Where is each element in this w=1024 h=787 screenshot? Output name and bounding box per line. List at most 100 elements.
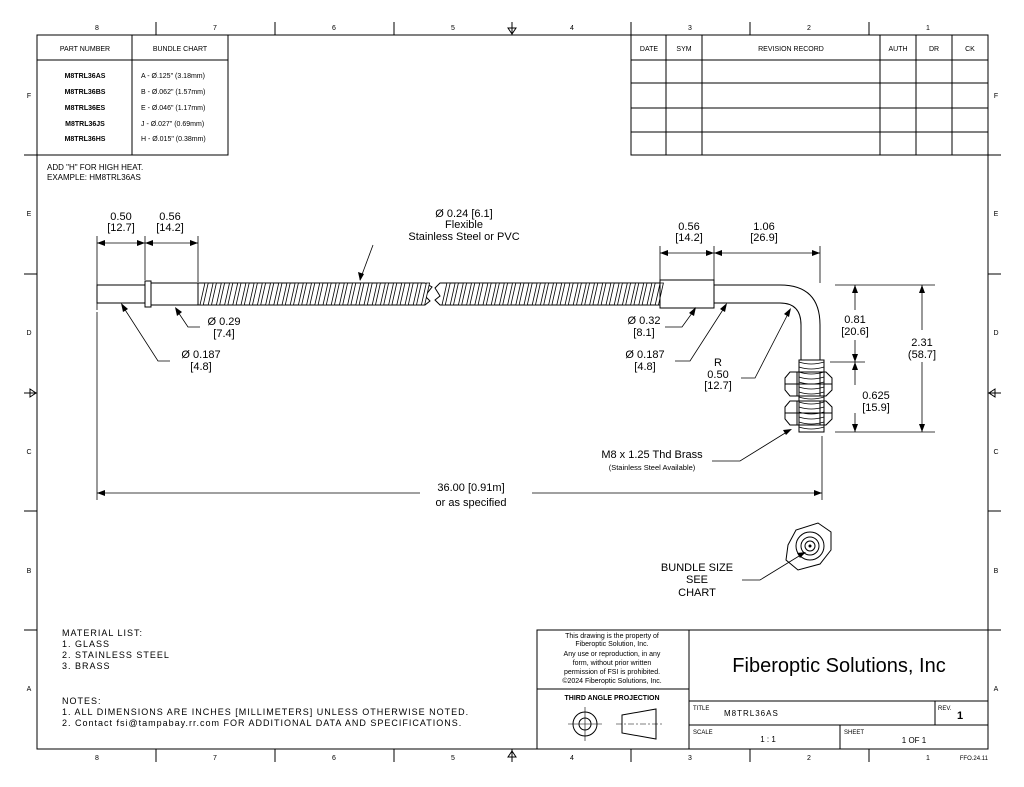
- sheath-winding: [531, 282, 541, 306]
- scale-value: 1 : 1: [760, 735, 776, 744]
- bundle-size-label: BUNDLE SIZE: [661, 562, 733, 574]
- sheath-diameter: Ø 0.24 [6.1]: [435, 208, 492, 220]
- sheath-winding: [630, 282, 640, 306]
- title-label: TITLE: [693, 706, 709, 712]
- sheath-type: Flexible: [445, 219, 483, 231]
- overall-length-note: or as specified: [436, 497, 507, 509]
- sheath-winding: [404, 282, 414, 306]
- zone-col-bottom: 6: [332, 755, 336, 762]
- dim-height-081-mm: [20.6]: [841, 326, 869, 338]
- sheath-winding: [412, 282, 422, 306]
- part-number-cell: M8TRL36AS: [65, 73, 106, 80]
- projection-label: THIRD ANGLE PROJECTION: [564, 695, 659, 702]
- sheath-winding: [338, 282, 349, 306]
- sheath-winding: [498, 282, 509, 306]
- note-item: 1. ALL DIMENSIONS ARE INCHES [MILLIMETER…: [62, 707, 469, 717]
- sheath-winding: [330, 282, 340, 306]
- zone-col-top: 7: [213, 25, 217, 32]
- sheath-winding: [441, 282, 451, 306]
- sheath-winding: [572, 282, 582, 306]
- dim-height-231-mm: (58.7]: [908, 349, 936, 361]
- dim-radius: 0.50: [707, 369, 728, 381]
- thread-line: [798, 426, 825, 430]
- thread-spec: M8 x 1.25 Thd Brass: [601, 449, 703, 461]
- bundle-size-cell: E - Ø.046" (1.17mm): [141, 105, 205, 112]
- sheath-winding: [199, 282, 209, 306]
- bundle-size-see: SEE: [686, 574, 708, 586]
- material-item: 1. GLASS: [62, 639, 110, 649]
- property-notice-line: ©2024 Fiberoptic Solutions, Inc.: [562, 677, 661, 685]
- bundle-size-cell: J - Ø.027" (0.69mm): [141, 121, 204, 128]
- sheath-winding: [396, 282, 406, 306]
- rev-header-auth: AUTH: [888, 46, 907, 53]
- company-name: Fiberoptic Solutions, Inc: [732, 655, 945, 677]
- sheath-winding: [646, 282, 656, 306]
- dim-radius-label: R: [714, 357, 722, 369]
- dim-dia-029: Ø 0.29: [207, 316, 240, 328]
- dim-height-0625: 0.625: [862, 390, 890, 402]
- zone-col-bottom: 1: [926, 755, 930, 762]
- sheath-winding: [215, 282, 226, 306]
- thread-line: [798, 391, 825, 395]
- thread-spec-note: (Stainless Steel Available): [609, 463, 696, 472]
- sheath-winding: [224, 282, 234, 306]
- bent-tube: [714, 284, 821, 361]
- part-number-cell: M8TRL36JS: [65, 121, 105, 128]
- note-item: 2. Contact fsi@tampabay.rr.com FOR ADDIT…: [62, 718, 462, 728]
- dim-left-050: 0.50: [110, 211, 131, 223]
- dim-dia-0187-left-mm: [4.8]: [190, 361, 211, 373]
- dim-dia-0187-right: Ø 0.187: [625, 349, 664, 361]
- sheath-winding: [265, 282, 275, 306]
- dim-radius-mm: [12.7]: [704, 380, 732, 392]
- zone-col-bottom: 5: [451, 755, 455, 762]
- sheath-winding: [466, 282, 476, 306]
- thread-line: [798, 361, 825, 365]
- sheath-winding: [474, 282, 484, 306]
- high-heat-example: EXAMPLE: HM8TRL36AS: [47, 173, 141, 182]
- sheet-value: 1 OF 1: [902, 736, 927, 745]
- sheath-winding: [589, 282, 599, 306]
- end-view: [785, 522, 832, 571]
- sheath-winding: [355, 282, 365, 306]
- thread-line: [798, 376, 825, 380]
- property-notice-line: permission of FSI is prohibited.: [564, 669, 660, 676]
- material-item: 2. STAINLESS STEEL: [62, 650, 170, 660]
- sheath-winding: [515, 282, 525, 306]
- overall-length: 36.00 [0.91m]: [437, 482, 504, 494]
- title-block: This drawing is the property of Fiberopt…: [536, 629, 989, 750]
- sheath-winding: [613, 282, 623, 306]
- zone-col-bottom: 3: [688, 755, 692, 762]
- rev-header-dr: DR: [929, 46, 939, 53]
- sheath-winding: [240, 282, 250, 306]
- sheath-winding: [564, 282, 574, 306]
- zone-row-left: A: [27, 686, 32, 693]
- bundle-size-chart: CHART: [678, 587, 716, 599]
- rev-header-record: REVISION RECORD: [758, 46, 824, 53]
- thread-line: [798, 366, 825, 370]
- sheath-winding: [548, 282, 558, 306]
- thread-line: [798, 421, 825, 425]
- dim-dia-0187-left: Ø 0.187: [181, 349, 220, 361]
- sheath-right-section: [434, 282, 664, 306]
- dim-right-106: 1.06: [753, 221, 774, 233]
- dim-height-0625-mm: [15.9]: [862, 402, 890, 414]
- zone-col-top: 5: [451, 25, 455, 32]
- rev-value: 1: [957, 710, 963, 722]
- sheath-winding: [363, 282, 373, 306]
- property-notice-line: Any use or reproduction, in any: [564, 651, 661, 658]
- zone-row-left: F: [27, 93, 31, 100]
- centering-marks: [24, 22, 1001, 762]
- part-number-header: PART NUMBER: [60, 46, 110, 53]
- zone-row-right: D: [993, 330, 998, 337]
- sheath-winding: [597, 282, 607, 306]
- sheath-winding: [420, 282, 431, 306]
- zone-row-right: B: [994, 568, 999, 575]
- part-number-table: PART NUMBER BUNDLE CHART M8TRL36AS M8TRL…: [36, 34, 229, 156]
- dim-right-056: 0.56: [678, 221, 699, 233]
- dim-left-056-mm: [14.2]: [156, 222, 184, 234]
- sheath-winding: [281, 282, 291, 306]
- dim-height-081: 0.81: [844, 314, 865, 326]
- dim-dia-029-mm: [7.4]: [213, 328, 234, 340]
- sheath-winding: [556, 282, 566, 306]
- dim-right-056-mm: [14.2]: [675, 232, 703, 244]
